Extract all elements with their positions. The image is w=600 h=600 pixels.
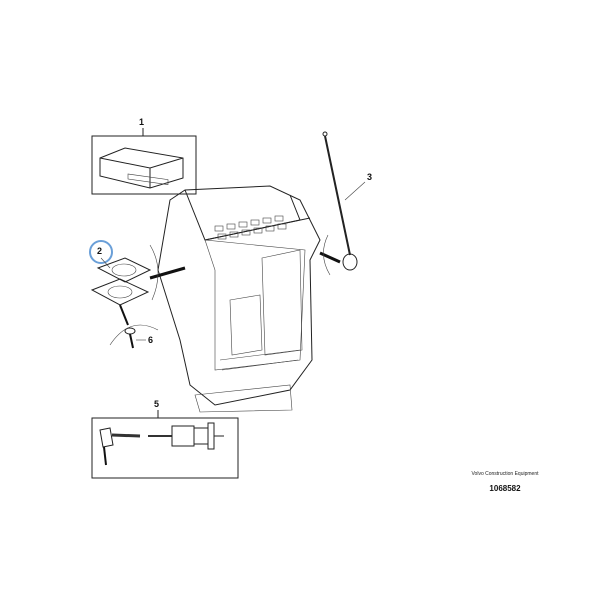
part-number: 1068582	[489, 484, 521, 493]
speaker-assembly	[90, 244, 186, 306]
screw	[109, 304, 159, 349]
callout-3: 3	[367, 172, 373, 182]
cab-frame	[157, 185, 321, 413]
highlight-circle	[89, 240, 113, 264]
callout-5: 5	[154, 399, 160, 409]
callout-1: 1	[139, 117, 145, 127]
callout-2: 2	[97, 246, 103, 256]
radio-callout-box	[91, 128, 197, 195]
brand-label: Volvo Construction Equipment	[471, 471, 539, 477]
antenna	[319, 131, 366, 276]
aux-cable-callout-box	[91, 410, 239, 479]
callout-6: 6	[148, 335, 154, 345]
